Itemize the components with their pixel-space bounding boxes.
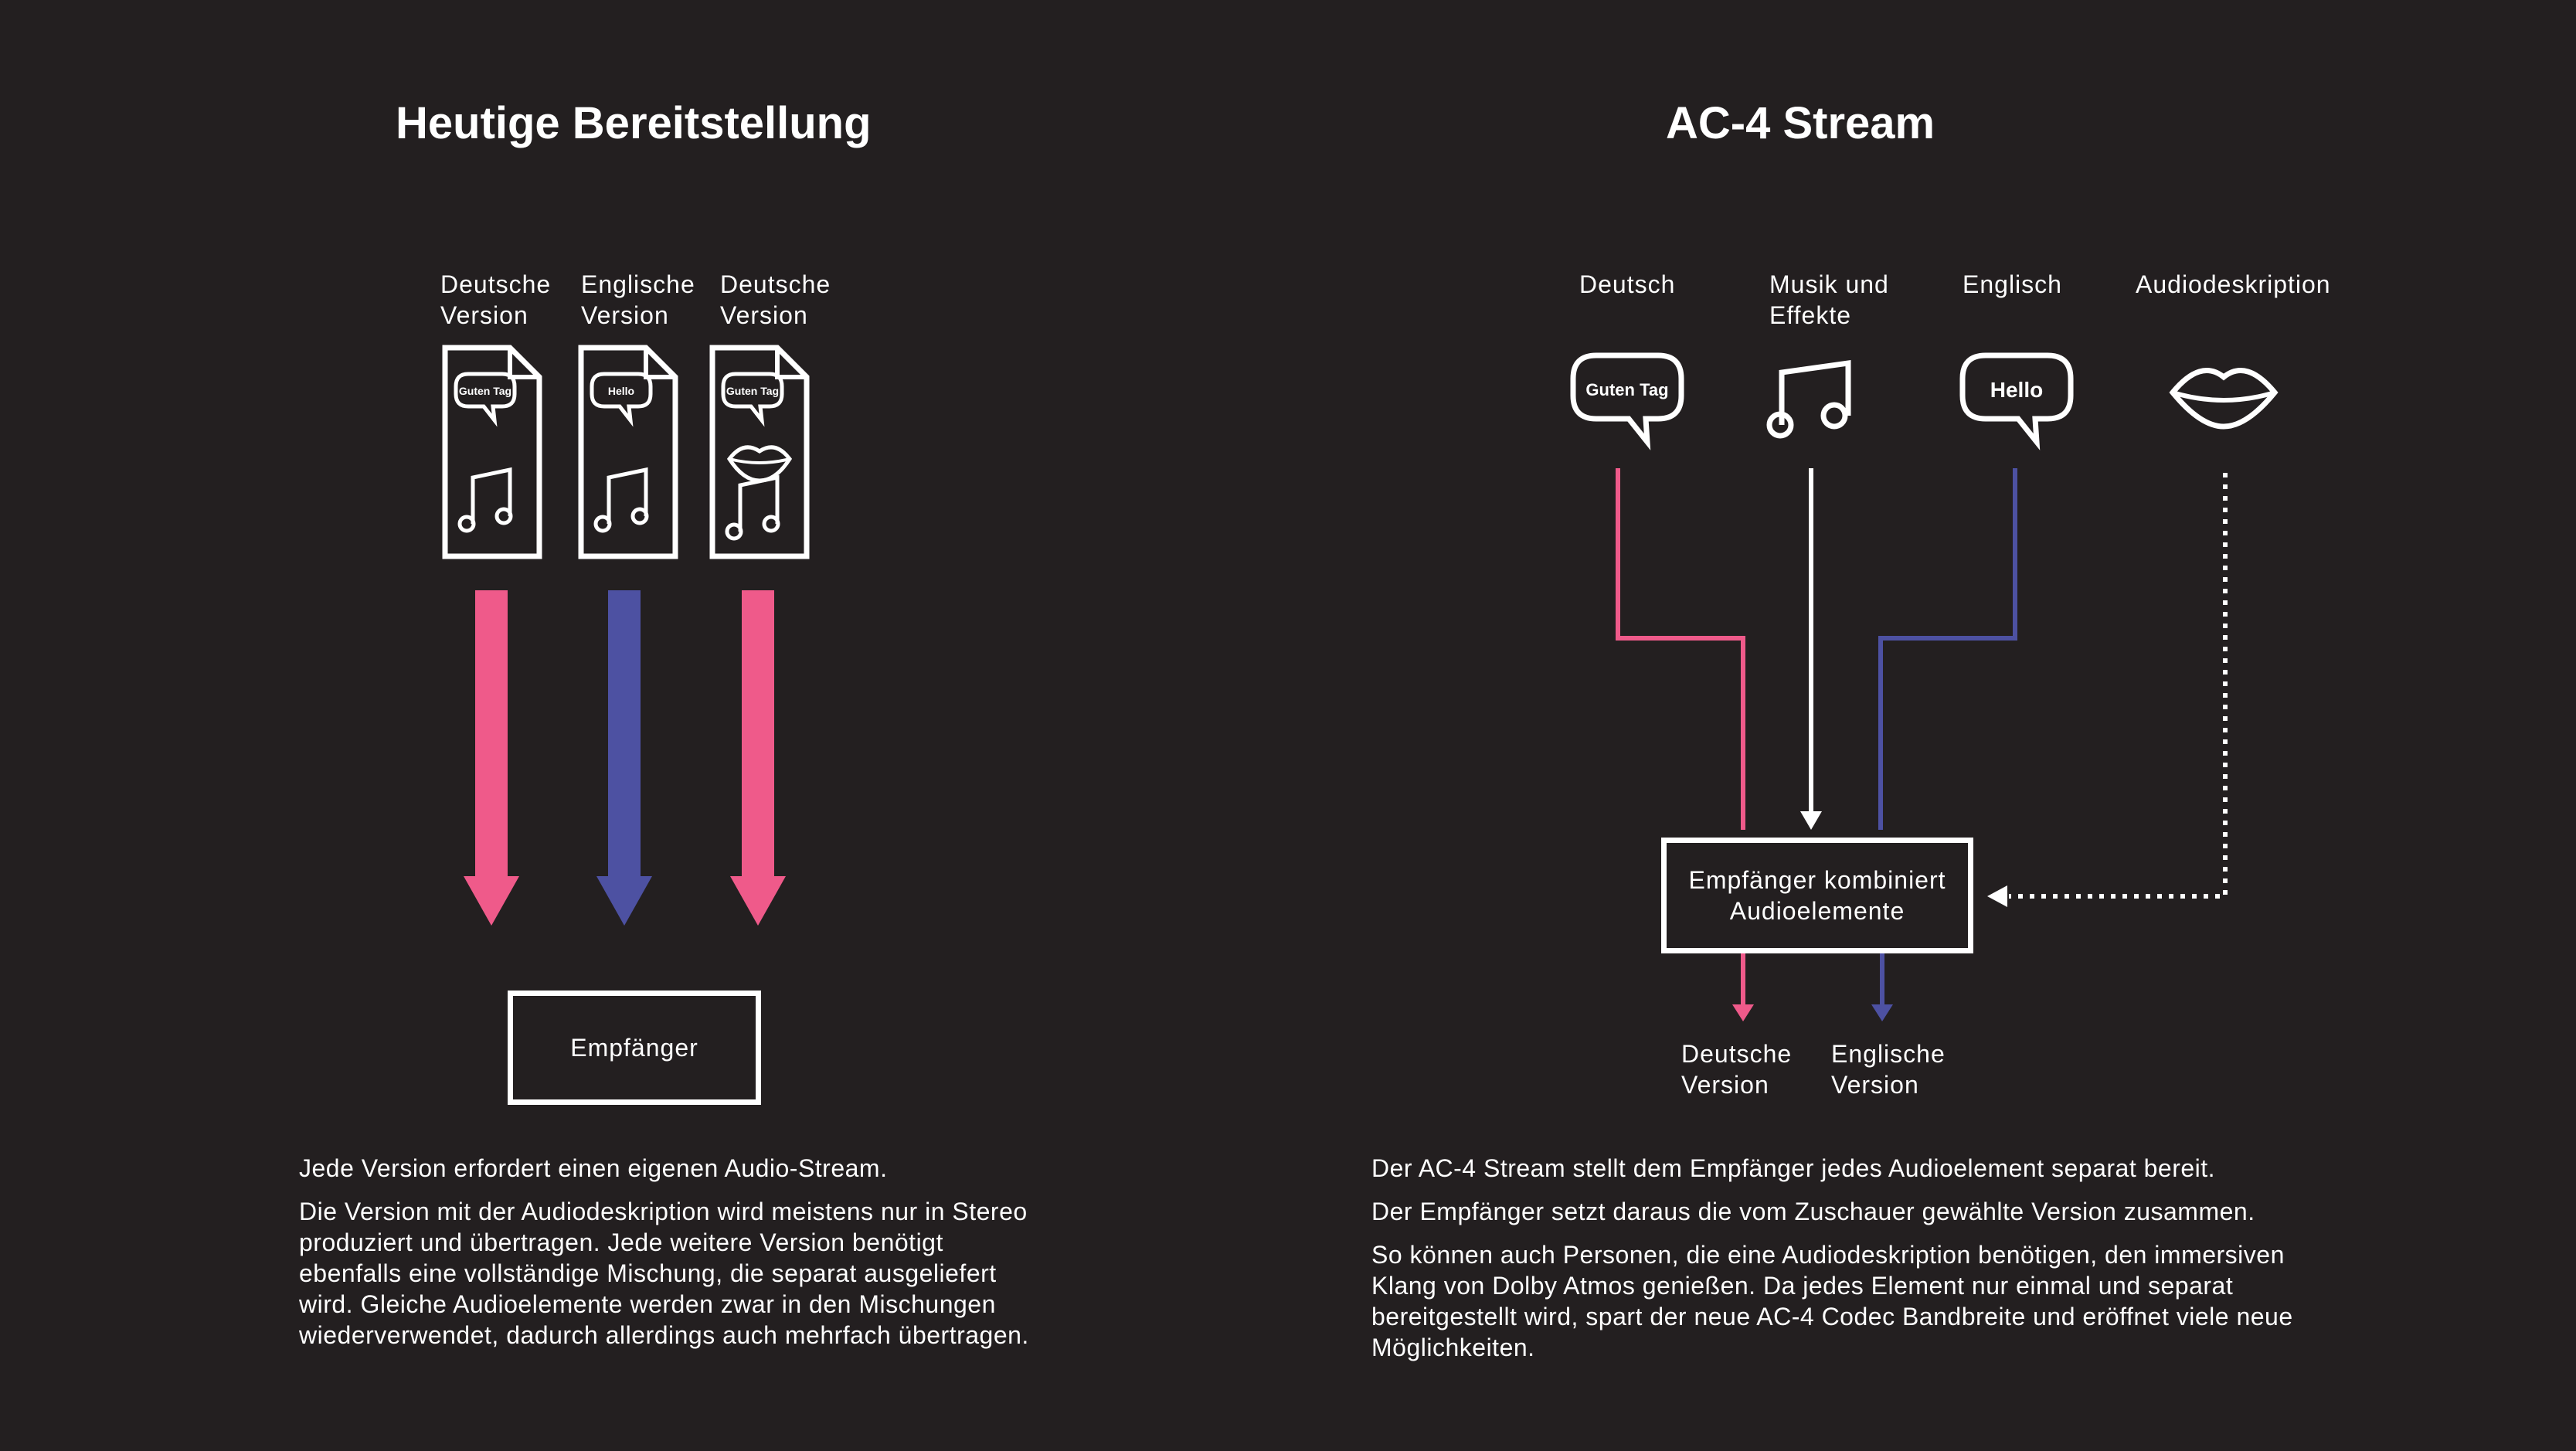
- right-paragraph-1: Der AC-4 Stream stellt dem Empfänger jed…: [1371, 1154, 2216, 1182]
- speech-bubble-icon: Guten Tag: [721, 372, 784, 427]
- file-icon-english: Hello: [578, 345, 678, 559]
- stream-arrow-english: [596, 590, 652, 926]
- output-arrow-english: [1871, 950, 1893, 1021]
- right-description: Der AC-4 Stream stellt dem Empfänger jed…: [1371, 1153, 2330, 1375]
- file-label-english: Englische Version: [581, 270, 695, 329]
- element-label-audiodescription: Audiodeskription: [2136, 270, 2331, 298]
- output-arrow-german: [1732, 950, 1754, 1021]
- left-paragraph-1: Jede Version erfordert einen eigenen Aud…: [299, 1154, 888, 1182]
- bubble-text: Guten Tag: [1585, 380, 1668, 399]
- music-note-icon: [593, 467, 649, 533]
- lips-icon: [2169, 368, 2279, 430]
- combiner-label-line1: Empfänger kombiniert: [1688, 866, 1946, 894]
- file-label-german: Deutsche Version: [440, 270, 552, 329]
- speech-bubble-icon: Guten Tag: [454, 372, 517, 427]
- speech-bubble-icon: Hello: [1959, 352, 2074, 450]
- element-label-german: Deutsch: [1579, 270, 1676, 298]
- receiver-label: Empfänger: [570, 1034, 698, 1062]
- german-connector: [1616, 468, 1745, 830]
- receiver-box: Empfänger: [508, 991, 761, 1105]
- output-label-german: Deutsche Version: [1681, 1040, 1793, 1099]
- music-note-icon: [1766, 359, 1851, 439]
- right-paragraph-3: So können auch Personen, die eine Audiod…: [1371, 1241, 2293, 1361]
- music-note-icon: [725, 474, 780, 541]
- output-label-english: Englische Version: [1831, 1040, 1946, 1099]
- combiner-box: Empfänger kombiniert Audioelemente: [1661, 838, 1973, 953]
- left-paragraph-2: Die Version mit der Audiodeskription wir…: [299, 1198, 1029, 1349]
- lips-icon: [726, 445, 793, 483]
- music-note-icon: [457, 467, 513, 533]
- stream-arrow-german-ad: [730, 590, 786, 926]
- element-label-music: Musik und Effekte: [1769, 270, 1889, 329]
- right-title: AC-4 Stream: [1666, 98, 1935, 148]
- right-paragraph-2: Der Empfänger setzt daraus die vom Zusch…: [1371, 1198, 2255, 1225]
- file-icon-german-ad: Guten Tag: [709, 345, 810, 559]
- element-label-english: Englisch: [1963, 270, 2062, 298]
- bubble-text: Guten Tag: [459, 385, 511, 397]
- music-connector: [1800, 468, 1822, 830]
- combiner-label-line2: Audioelemente: [1729, 897, 1905, 925]
- bubble-text: Hello: [608, 385, 634, 397]
- english-connector: [1878, 468, 2017, 830]
- audiodescription-connector: [1987, 473, 2228, 907]
- file-icon-german: Guten Tag: [442, 345, 542, 559]
- file-label-german-ad: Deutsche Version: [720, 270, 831, 329]
- left-description: Jede Version erfordert einen eigenen Aud…: [299, 1153, 1041, 1363]
- speech-bubble-icon: Guten Tag: [1570, 352, 1684, 450]
- bubble-text: Guten Tag: [726, 385, 779, 397]
- stream-arrow-german: [464, 590, 519, 926]
- bubble-text: Hello: [1990, 378, 2043, 402]
- speech-bubble-icon: Hello: [590, 372, 653, 427]
- left-title: Heutige Bereitstellung: [396, 98, 872, 148]
